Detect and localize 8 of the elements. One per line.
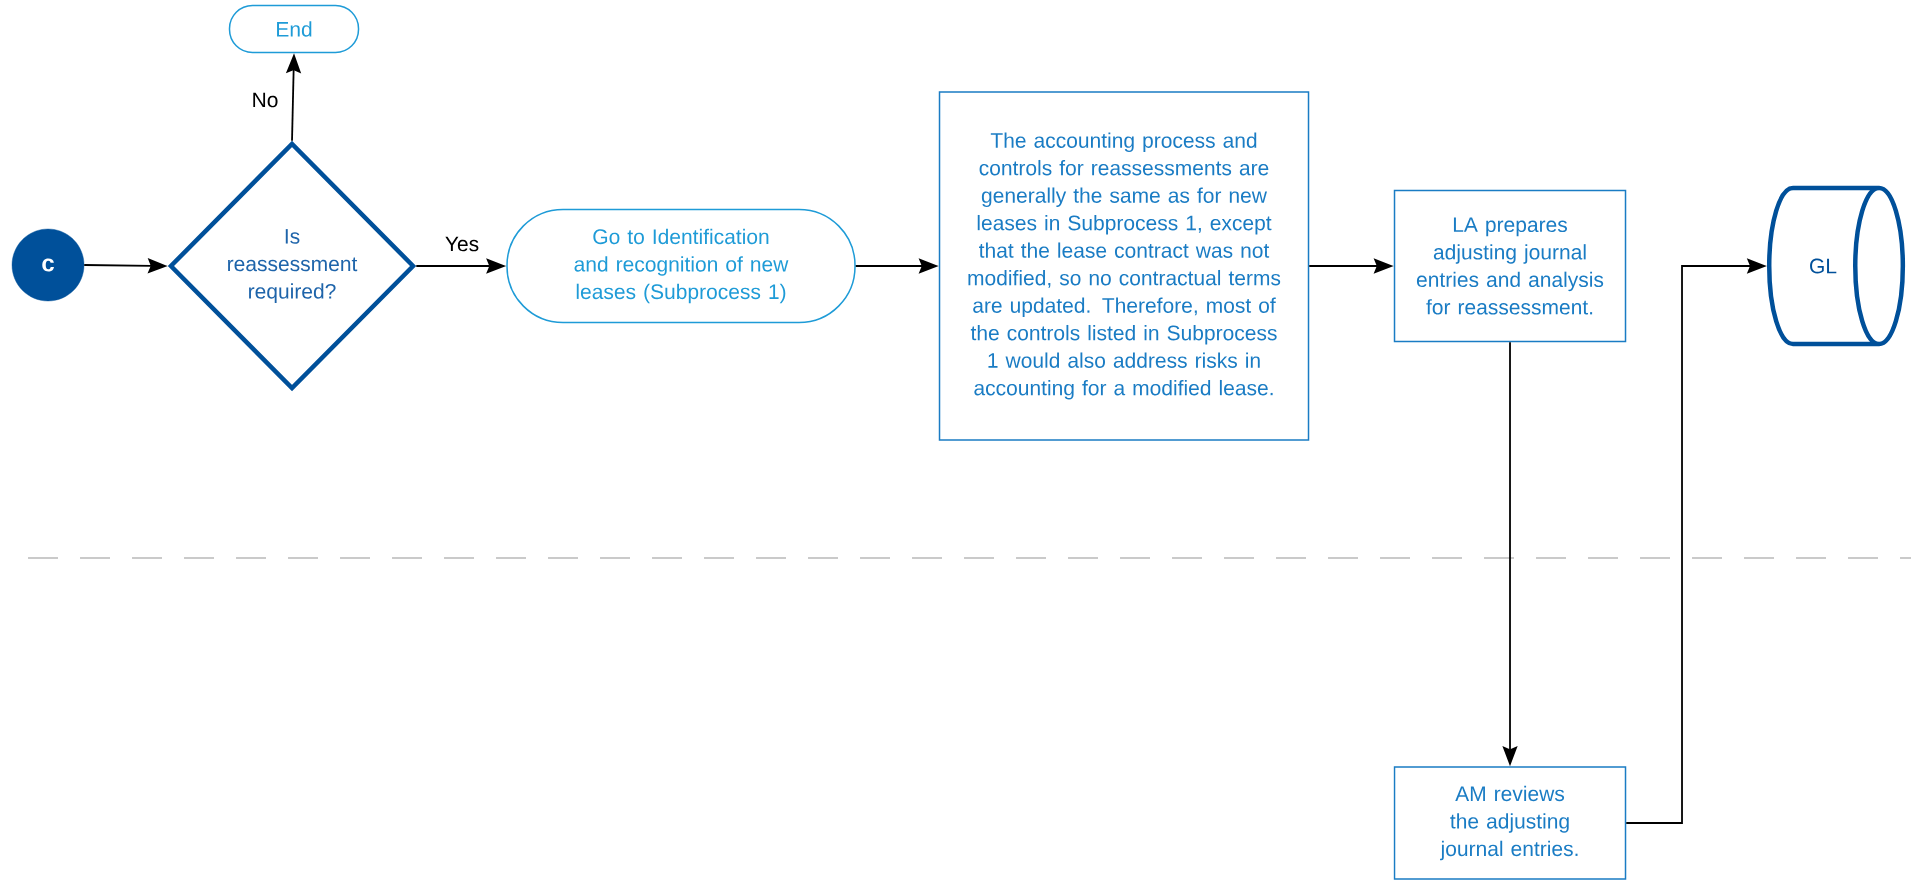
process-box: LA prepares adjusting journal entries and analysis for reassessment.: [1393, 189, 1627, 343]
edge-label: No: [249, 90, 281, 110]
process-box: AM reviews the adjusting journal entries.: [1393, 766, 1627, 880]
process-terminator: Go to Identification and recognition of new leases (Subprocess 1): [506, 208, 856, 324]
edge-label: Yes: [442, 234, 482, 254]
database-cylinder: GL: [1766, 185, 1906, 347]
terminator: End: [228, 4, 360, 54]
process-box: The accounting process and controls for reassessments are generally the same as for new leases in Subprocess 1, except that the lease contract was not modified, so no contractual terms are updated. Therefore, most of the controls listed in Subprocess 1 would also address risks in accounting for a modified lease.: [938, 91, 1310, 441]
